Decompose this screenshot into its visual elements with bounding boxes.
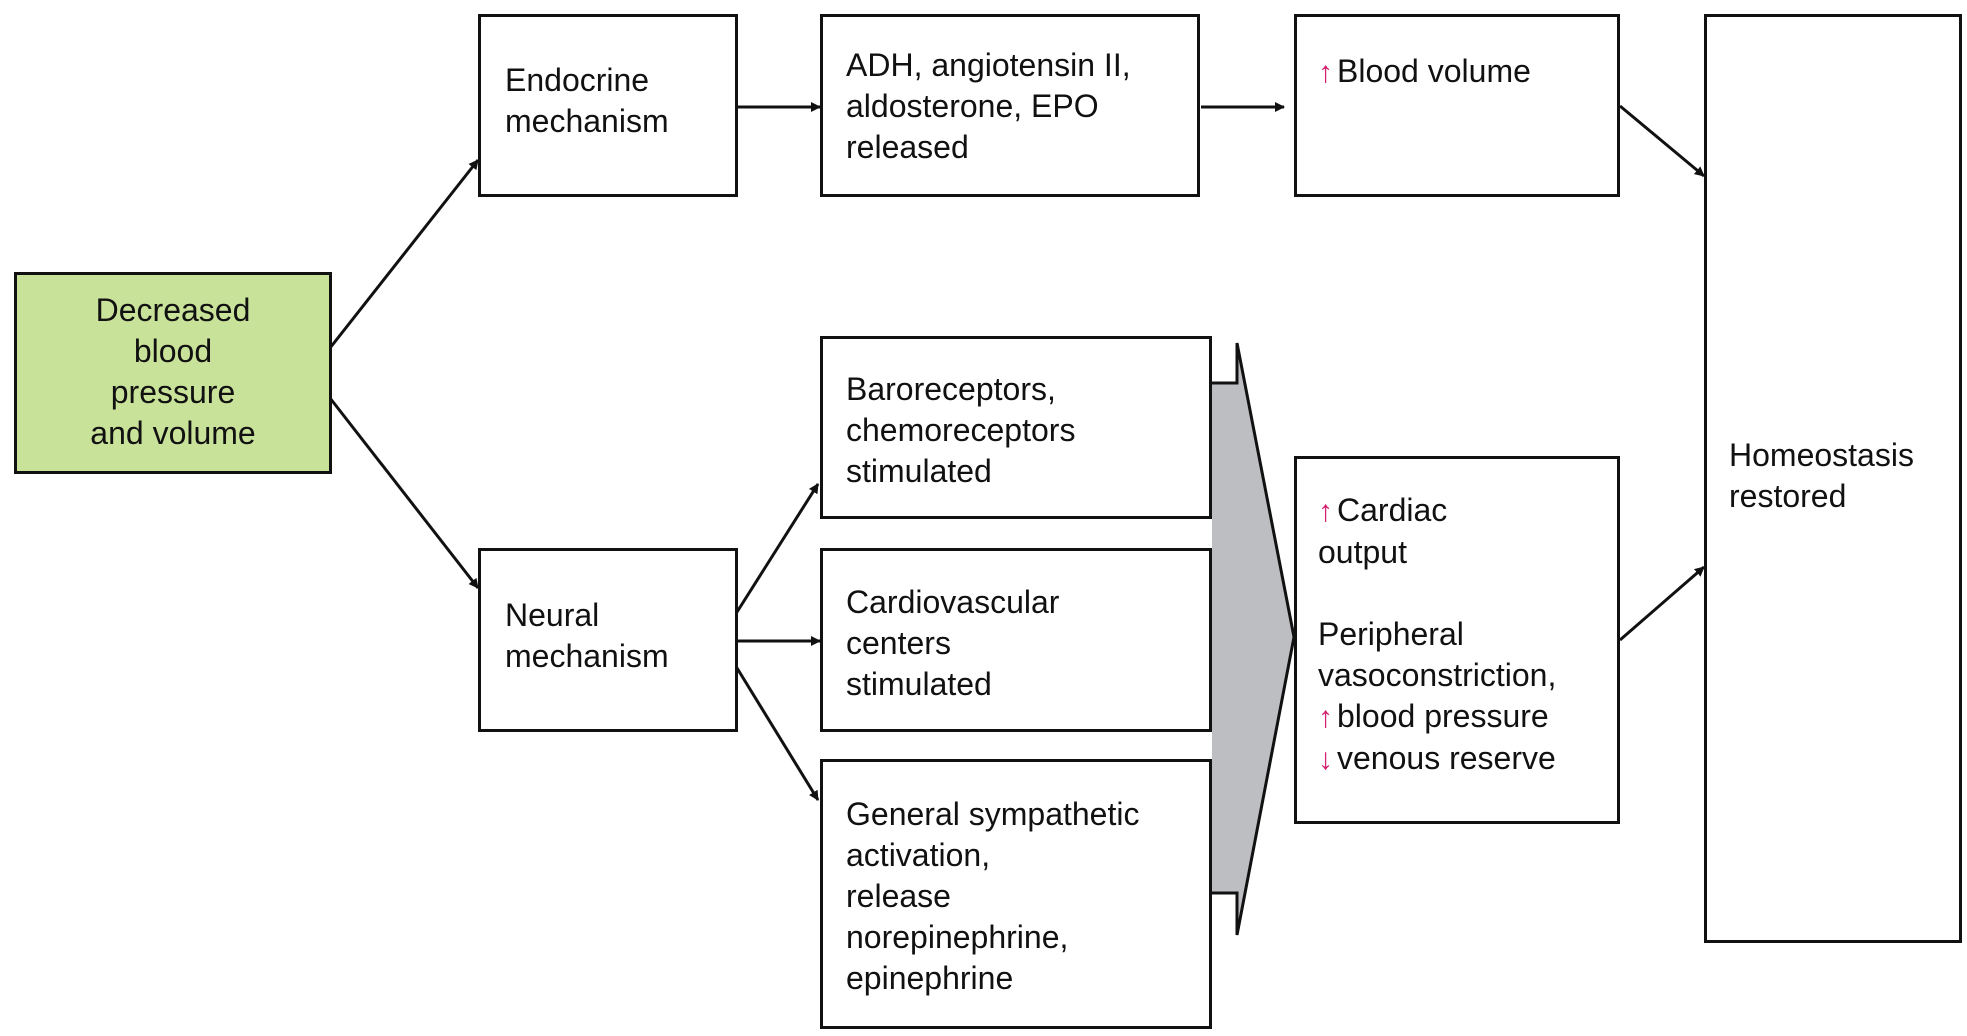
cardiovascular-line-1: Cardiovascular [846, 584, 1060, 620]
arrow-neural-to-baroreceptors [735, 483, 820, 613]
merge-funnel-shape [1212, 343, 1294, 935]
baroreceptors-line-3: stimulated [846, 453, 992, 489]
cardiovascular-line-2: centers [846, 625, 951, 661]
sympathetic-line-1: General sympathetic [846, 796, 1140, 832]
sympathetic-line-4: norepinephrine, [846, 919, 1069, 955]
baroreceptors-line-1: Baroreceptors, [846, 371, 1056, 407]
cardiovascular-node: Cardiovascular centers stimulated [820, 548, 1212, 732]
cardiac-output-node: ↑Cardiac output Peripheral vasoconstrict… [1294, 456, 1620, 824]
up-arrow-icon: ↑ [1318, 495, 1333, 528]
sympathetic-line-5: epinephrine [846, 960, 1014, 996]
neural-line-2: mechanism [505, 638, 669, 674]
cardiac-line-6: ↓venous reserve [1318, 738, 1617, 780]
cardiovascular-line-3: stimulated [846, 666, 992, 702]
blood-volume-line: ↑Blood volume [1318, 51, 1617, 93]
start-line-1: Decreased [95, 292, 251, 328]
sympathetic-node: General sympathetic activation, release … [820, 759, 1212, 1029]
venous-reserve-text: venous reserve [1337, 740, 1556, 776]
cardiac-text: Cardiac [1337, 492, 1448, 528]
hormones-line-1: ADH, angiotensin II, [846, 47, 1131, 83]
start-line-3: pressure [110, 374, 236, 410]
blood-volume-node: ↑Blood volume [1294, 14, 1620, 197]
cardiac-line-4: vasoconstriction, [1318, 657, 1557, 693]
blood-pressure-text: blood pressure [1337, 698, 1549, 734]
sympathetic-line-2: activation, [846, 837, 991, 873]
arrow-blood-volume-to-homeostasis [1619, 104, 1705, 178]
start-line-4: and volume [90, 415, 256, 451]
hormones-line-2: aldosterone, EPO [846, 88, 1099, 124]
endocrine-line-2: mechanism [505, 103, 669, 139]
cardiac-spacer [1318, 573, 1617, 614]
neural-line-1: Neural [505, 597, 600, 633]
arrow-start-to-neural [328, 397, 480, 589]
neural-node: Neural mechanism [478, 548, 738, 732]
cardiac-line-1: ↑Cardiac [1318, 490, 1617, 532]
blood-volume-text: Blood volume [1337, 53, 1531, 89]
baroreceptors-line-2: chemoreceptors [846, 412, 1076, 448]
up-arrow-icon: ↑ [1318, 56, 1333, 89]
cardiac-line-2: output [1318, 534, 1407, 570]
arrow-start-to-endocrine [328, 159, 480, 349]
hormones-node: ADH, angiotensin II, aldosterone, EPO re… [820, 14, 1200, 197]
start-node: Decreased blood pressure and volume [14, 272, 332, 474]
cardiac-line-3: Peripheral [1318, 616, 1464, 652]
arrow-cardiac-to-homeostasis [1619, 565, 1705, 642]
arrow-neural-to-sympathetic [735, 667, 820, 801]
sympathetic-line-3: release [846, 878, 951, 914]
endocrine-node: Endocrine mechanism [478, 14, 738, 197]
start-line-2: blood [133, 333, 213, 369]
up-arrow-icon: ↑ [1318, 701, 1333, 734]
hormones-line-3: released [846, 129, 969, 165]
homeostasis-node: Homeostasis restored [1704, 14, 1962, 943]
endocrine-line-1: Endocrine [505, 62, 650, 98]
baroreceptors-node: Baroreceptors, chemoreceptors stimulated [820, 336, 1212, 519]
homeostasis-line-1: Homeostasis [1729, 437, 1914, 473]
homeostasis-line-2: restored [1729, 478, 1847, 514]
cardiac-line-5: ↑blood pressure [1318, 696, 1617, 738]
down-arrow-icon: ↓ [1318, 743, 1333, 776]
